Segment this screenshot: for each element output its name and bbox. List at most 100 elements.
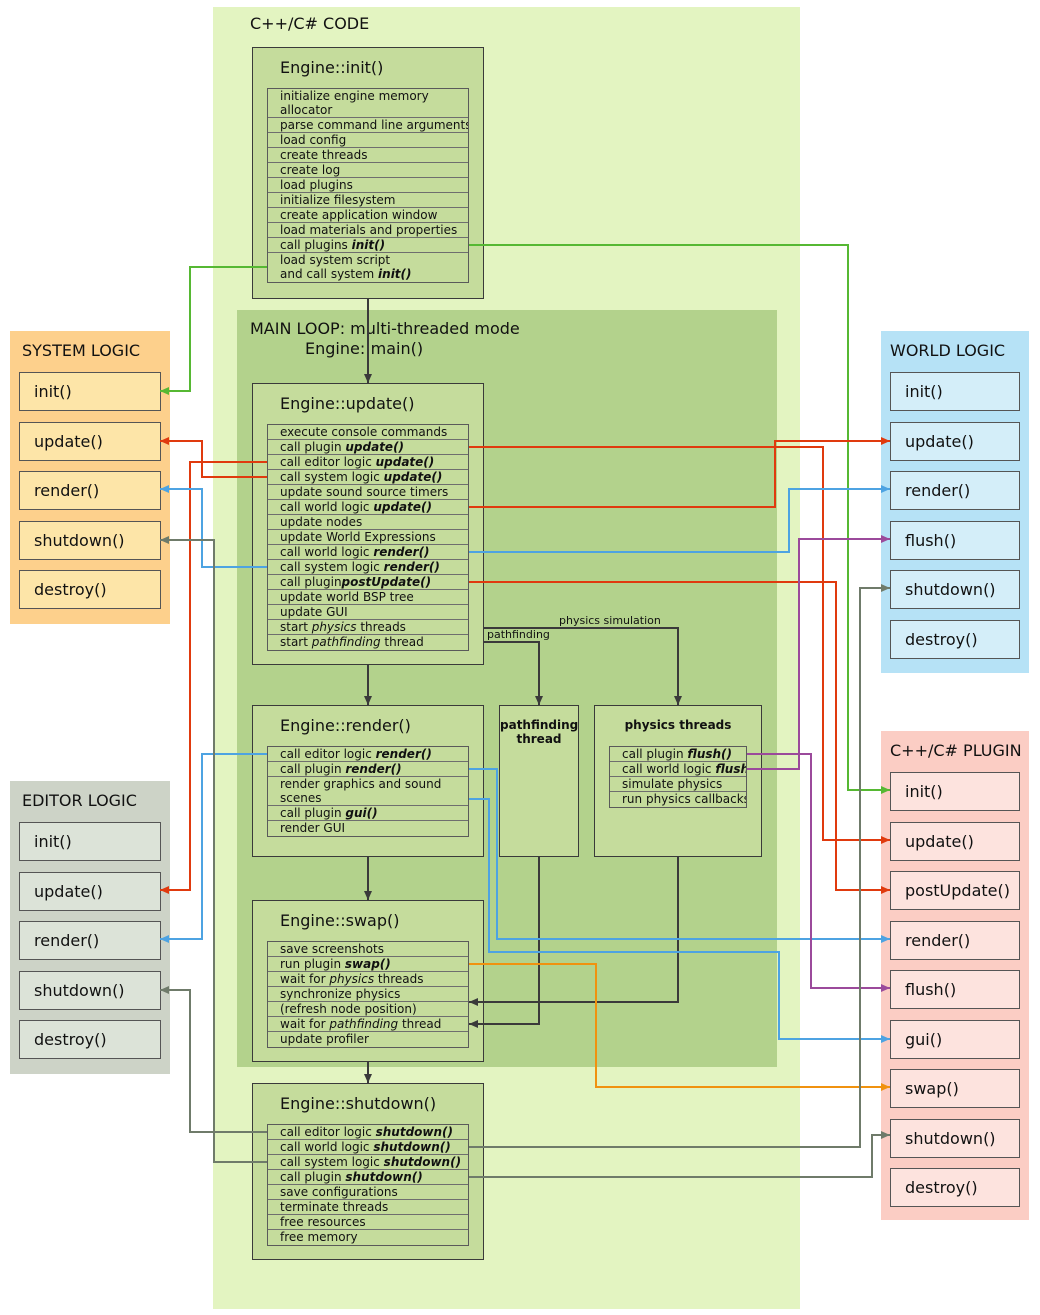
plugin-flush-item[interactable]: flush() xyxy=(890,970,1020,1009)
connector-arrow xyxy=(881,485,890,493)
connector-line xyxy=(469,446,890,841)
step-text: call plugins xyxy=(280,238,352,252)
system-logic-render-item[interactable]: render() xyxy=(19,471,161,510)
connector-line xyxy=(160,989,267,1133)
step-row: call plugin flush() xyxy=(610,747,746,762)
system-logic-update-item[interactable]: update() xyxy=(19,421,161,461)
step-text: call plugin xyxy=(280,440,346,454)
step-row: save screenshots xyxy=(268,942,468,957)
connector-arrow xyxy=(674,696,682,705)
editor-logic-panel: EDITOR LOGIC init()update()render()shutd… xyxy=(10,781,170,1074)
connector-line xyxy=(747,753,890,989)
connector-arrow xyxy=(881,437,890,445)
step-text: thread xyxy=(398,1017,442,1031)
step-text: call system logic xyxy=(280,470,384,484)
system-logic-shutdown-item[interactable]: shutdown() xyxy=(19,520,161,560)
step-row: wait for pathfinding thread xyxy=(268,1017,468,1032)
plugin-gui-item[interactable]: gui() xyxy=(890,1019,1020,1059)
world-logic-flush-item[interactable]: flush() xyxy=(890,520,1020,560)
step-text: call system logic xyxy=(280,560,384,574)
world-logic-update-item[interactable]: update() xyxy=(890,421,1020,461)
connector-arrow xyxy=(881,1035,890,1043)
system-logic-destroy-item[interactable]: destroy() xyxy=(19,570,161,609)
pathfinding-thread-title: pathfinding thread xyxy=(500,718,579,746)
connector-arrow xyxy=(881,886,890,894)
step-text: render() xyxy=(383,560,440,574)
system-logic-panel: SYSTEM LOGIC init()update()render()shutd… xyxy=(10,331,170,624)
step-text: call editor logic xyxy=(280,1125,376,1139)
world-logic-shutdown-item[interactable]: shutdown() xyxy=(890,570,1020,609)
step-row: call system logic update() xyxy=(268,470,468,485)
step-row: update world BSP tree xyxy=(268,590,468,605)
connector-arrow xyxy=(160,387,169,395)
connector-arrow xyxy=(364,891,372,900)
step-row: call editor logic render() xyxy=(268,747,468,762)
world-logic-destroy-item[interactable]: destroy() xyxy=(890,619,1020,659)
physics-threads-steps: call plugin flush()call world logic flus… xyxy=(609,746,747,808)
connector-arrow xyxy=(535,696,543,705)
connector-arrow xyxy=(364,374,372,383)
step-row: create application window xyxy=(268,208,468,223)
step-row: call plugin gui() xyxy=(268,806,468,821)
plugin-shutdown-item[interactable]: shutdown() xyxy=(890,1118,1020,1158)
world-logic-init-item[interactable]: init() xyxy=(890,372,1020,411)
step-text: call plugin xyxy=(280,575,342,589)
editor-logic-shutdown-item[interactable]: shutdown() xyxy=(19,970,161,1010)
system-logic-init-item[interactable]: init() xyxy=(19,372,161,411)
editor-logic-destroy-item[interactable]: destroy() xyxy=(19,1020,161,1059)
step-row: update nodes xyxy=(268,515,468,530)
connector-line xyxy=(484,641,540,705)
step-text: physics xyxy=(329,972,375,986)
step-row: free memory xyxy=(280,1230,358,1244)
step-row: call system logic render() xyxy=(268,560,468,575)
step-text: call world logic xyxy=(280,1140,374,1154)
plugin-render-item[interactable]: render() xyxy=(890,920,1020,960)
step-row: render graphics and sound scenes xyxy=(268,777,468,806)
step-row: update profiler xyxy=(280,1032,369,1046)
step-row: call world logic update() xyxy=(268,500,468,515)
connector-line xyxy=(160,440,267,478)
world-logic-render-item[interactable]: render() xyxy=(890,471,1020,510)
connector-line xyxy=(160,266,267,392)
engine-shutdown-steps: call editor logic shutdown()call world l… xyxy=(267,1124,469,1246)
connector-arrow xyxy=(160,886,169,894)
step-text: start xyxy=(280,620,312,634)
editor-logic-render-item[interactable]: render() xyxy=(19,921,161,960)
connector-line xyxy=(469,798,890,1040)
step-text: thread xyxy=(380,635,424,649)
main-loop-title: MAIN LOOP: multi-threaded mode xyxy=(250,319,520,338)
step-row: synchronize physics xyxy=(268,987,468,1002)
connector-arrow xyxy=(881,584,890,592)
step-text: swap() xyxy=(344,957,391,971)
step-text: wait for xyxy=(280,972,330,986)
connector-arrow xyxy=(881,1131,890,1139)
connector-line xyxy=(484,627,679,705)
plugin-init-item[interactable]: init() xyxy=(890,772,1020,811)
connector-arrow xyxy=(881,984,890,992)
connector-arrow xyxy=(160,536,169,544)
connector-line xyxy=(469,857,540,1025)
pathfinding-thread-box: pathfinding thread xyxy=(499,705,579,857)
step-text: call plugin xyxy=(622,747,688,761)
plugin-destroy-item[interactable]: destroy() xyxy=(890,1168,1020,1207)
step-row: load config xyxy=(268,133,468,148)
step-text: call world logic xyxy=(622,762,716,776)
step-row: call world logic shutdown() xyxy=(268,1140,468,1155)
engine-update-title: Engine::update() xyxy=(280,394,415,413)
plugin-swap-item[interactable]: swap() xyxy=(890,1069,1020,1108)
step-text: call editor logic xyxy=(280,747,376,761)
step-text: render() xyxy=(373,545,430,559)
plugin-update-item[interactable]: update() xyxy=(890,821,1020,861)
connector-line xyxy=(469,768,890,940)
connector-arrow xyxy=(160,986,169,994)
step-row: call plugin render() xyxy=(268,762,468,777)
editor-logic-init-item[interactable]: init() xyxy=(19,822,161,861)
step-text: call world logic xyxy=(280,545,374,559)
step-row: simulate physics xyxy=(610,777,746,792)
step-row: free resources xyxy=(268,1215,468,1230)
step-text: load system script xyxy=(280,253,391,267)
plugin-postupdate-item[interactable]: postUpdate() xyxy=(890,871,1020,910)
